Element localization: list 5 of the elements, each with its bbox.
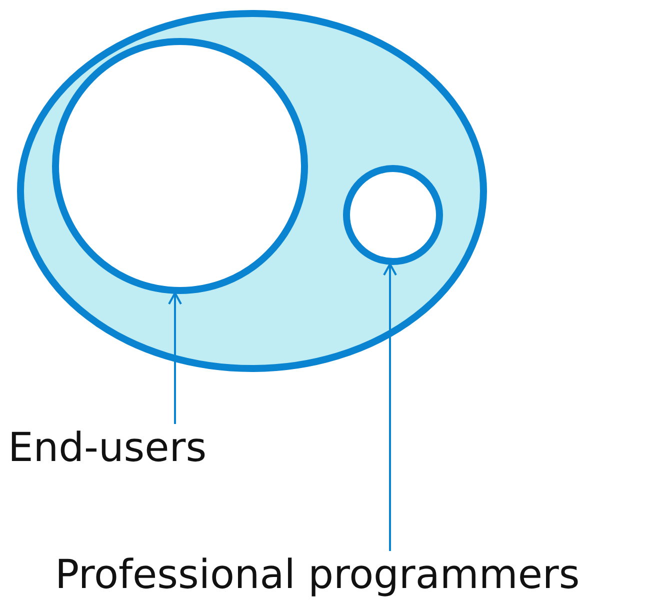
label-text: Professional programmers: [55, 555, 580, 595]
arrow: [168, 292, 182, 424]
label-text: End-users: [8, 428, 207, 468]
outer-ellipse: [17, 10, 487, 372]
arrow: [383, 263, 397, 551]
